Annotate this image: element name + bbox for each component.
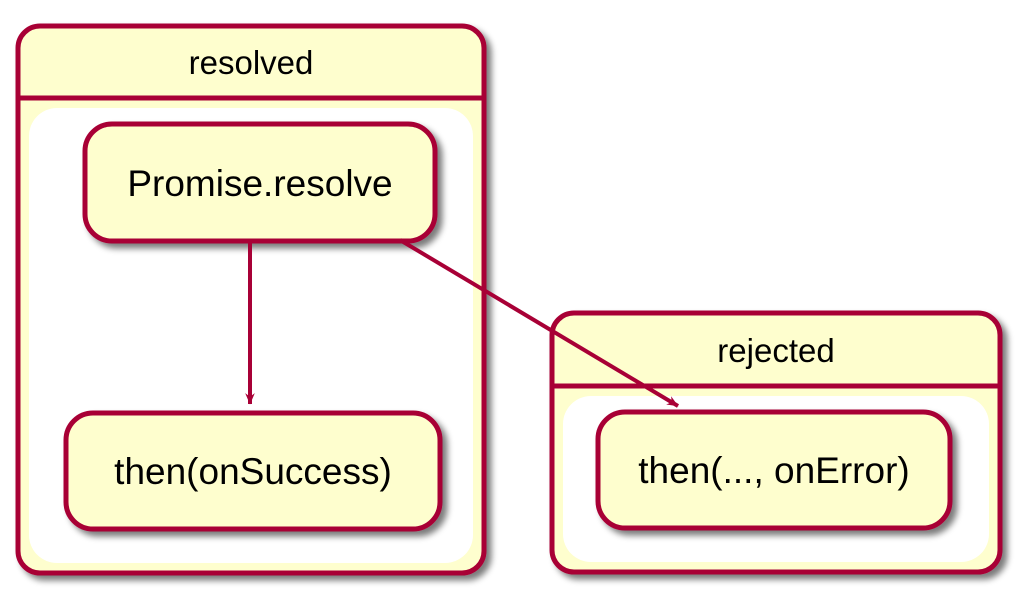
transition-resolve-to-onerror-line — [398, 238, 680, 408]
state-then-onsuccess[interactable]: then(onSuccess) — [63, 410, 443, 532]
state-then-onerror-label: then(..., onError) — [638, 450, 909, 491]
state-promise-resolve-box — [82, 121, 438, 244]
state-promise-resolve-label: Promise.resolve — [127, 163, 392, 204]
state-then-onerror[interactable]: then(..., onError) — [595, 409, 953, 531]
state-promise-resolve[interactable]: Promise.resolve — [82, 121, 438, 244]
composite-state-rejected-title: rejected — [717, 332, 834, 369]
composite-state-resolved-title: resolved — [189, 44, 314, 81]
state-then-onsuccess-box — [63, 410, 443, 532]
state-then-onsuccess-label: then(onSuccess) — [114, 451, 392, 492]
transition-resolve-to-onerror[interactable] — [398, 238, 680, 408]
state-then-onerror-box — [595, 409, 953, 531]
